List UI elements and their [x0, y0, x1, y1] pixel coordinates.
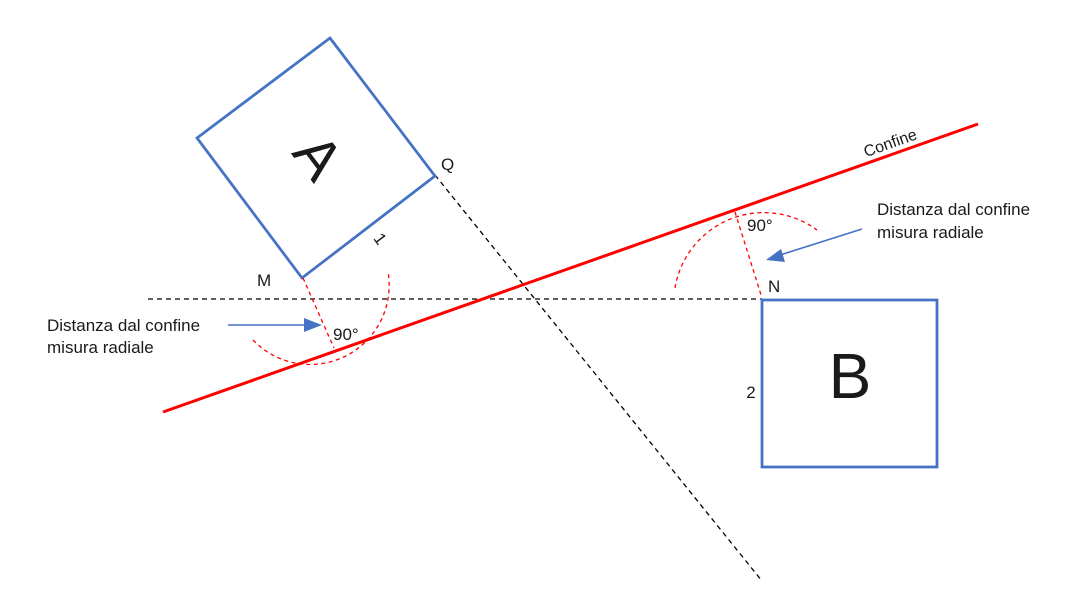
right-annotation-arrowhead-icon	[766, 249, 785, 262]
side-1-label: 1	[370, 230, 391, 249]
left-angle-label: 90°	[333, 325, 359, 344]
side-extension-dashed-line	[434, 174, 763, 582]
point-n-label: N	[768, 277, 780, 296]
right-annotation-line2: misura radiale	[877, 223, 984, 242]
point-m-label: M	[257, 271, 271, 290]
parcel-b-letter: B	[829, 340, 872, 412]
parcel-a-square	[195, 36, 437, 280]
right-angle-label: 90°	[747, 216, 773, 235]
left-annotation-line1: Distanza dal confine	[47, 316, 200, 335]
parcel-b-square	[760, 298, 939, 469]
point-q-label: Q	[441, 155, 454, 174]
left-annotation-arrowhead-icon	[304, 318, 322, 332]
left-perpendicular-dashed-line	[302, 277, 335, 349]
right-annotation-arrow-line	[779, 228, 863, 256]
right-annotation-line1: Distanza dal confine	[877, 200, 1030, 219]
right-radial-arc	[674, 212, 818, 289]
left-annotation-line2: misura radiale	[47, 338, 154, 357]
left-radial-arc	[252, 271, 390, 366]
side-2-label: 2	[746, 383, 755, 402]
right-perpendicular-dashed-line	[734, 211, 763, 299]
